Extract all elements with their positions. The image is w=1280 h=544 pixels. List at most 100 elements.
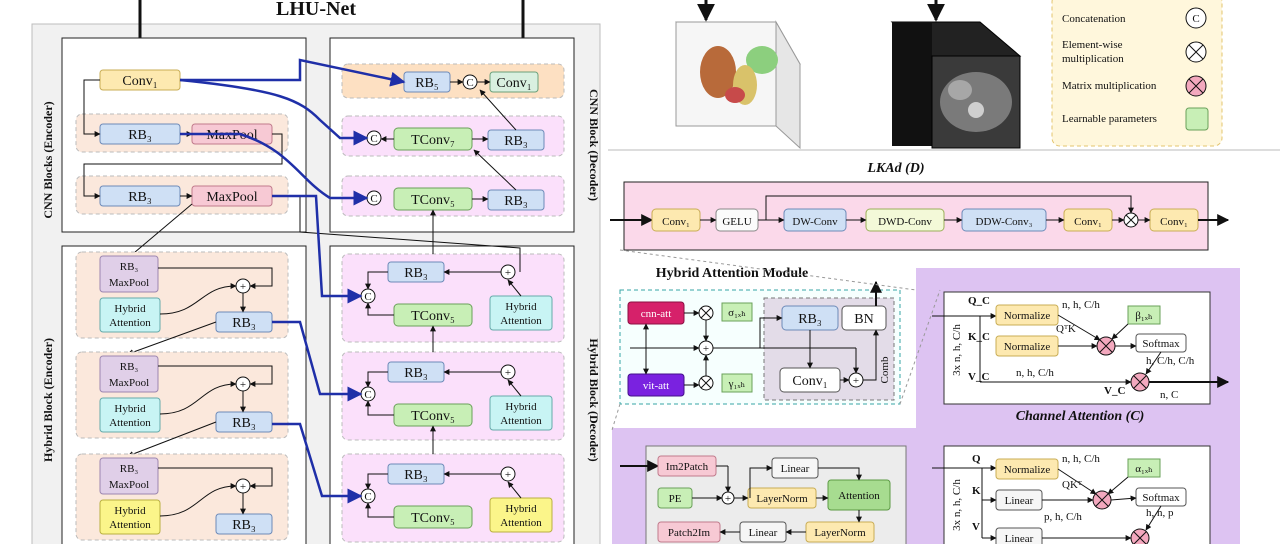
hybrid-enc-rb3-label-2: RB₃ xyxy=(232,416,256,431)
hybrid-dec-attn-line2-2: Attention xyxy=(500,415,542,427)
hybrid-encoder-label: Hybrid Block (Encoder) xyxy=(41,338,55,462)
legend-concat-c: C xyxy=(1192,13,1199,25)
enc-rb3-label-2: RB₃ xyxy=(128,190,152,205)
vit-layernorm-label-2: LayerNorm xyxy=(814,527,866,539)
ca-flow-1 xyxy=(1057,314,1101,341)
hybrid-enc-maxpool-label-1: MaxPool xyxy=(109,277,149,289)
hybrid-dec-flow-1c xyxy=(365,302,394,316)
ca-flow-4 xyxy=(1111,323,1129,340)
ct-volume xyxy=(890,21,1022,149)
hybrid-enc-attn-path-2 xyxy=(159,381,237,415)
hybrid-dec-concat-label-1: C xyxy=(364,291,371,303)
sa-flow-1 xyxy=(1057,468,1097,495)
ct-volume-side xyxy=(892,22,932,146)
hybrid-dec-attn-line1-3: Hybrid xyxy=(505,503,537,515)
hybrid-dec-stage-1: C RB₃ TConv₅ + Hybrid Attention xyxy=(341,253,565,343)
hybrid-enc-attn-line2-1: Attention xyxy=(109,317,151,329)
zoom-line-1 xyxy=(619,249,917,291)
skip-conn-1 xyxy=(179,78,369,146)
sa-qk-label: QKᵀ xyxy=(1062,479,1082,491)
ham-sigma-block xyxy=(721,302,753,322)
vit-layernorm-label-1: LayerNorm xyxy=(756,493,808,505)
sa-softmax-label: Softmax xyxy=(1142,492,1180,504)
legend-concat-label: Concatenation xyxy=(1062,13,1126,25)
legend-box xyxy=(1051,0,1223,147)
hybrid-dec-rb3-label-2: RB₃ xyxy=(404,366,428,381)
vit-linear-label-1: Linear xyxy=(781,463,810,475)
dec-tconv5-label-1: TConv₅ xyxy=(411,193,455,208)
hybrid-enc-attn-line2-2: Attention xyxy=(109,417,151,429)
hybrid-decoder-label: Hybrid Block (Decoder) xyxy=(587,338,601,461)
vit-linear-label-2: Linear xyxy=(749,527,778,539)
ca-vc-label-2: V_C xyxy=(1104,385,1125,397)
hybrid-enc-skip-1 xyxy=(158,267,273,289)
hybrid-enc-rb3-label-3: RB₃ xyxy=(232,518,256,533)
ca-dim-4: n, C xyxy=(1160,389,1178,401)
enc-maxpool-label-1: MaxPool xyxy=(206,128,257,143)
ca-normalize-q-label: Normalize xyxy=(1004,310,1051,322)
hybrid-dec-attn-line2-1: Attention xyxy=(500,315,542,327)
ca-normalize-k-label: Normalize xyxy=(1004,341,1051,353)
hybrid-enc-attn-line1-2: Hybrid xyxy=(114,403,146,415)
dec-rb3-label-1: RB₃ xyxy=(504,134,528,149)
sa-flow-3 xyxy=(1110,495,1137,502)
hybrid-enc-next-1 xyxy=(127,321,217,355)
sa-k-label: K xyxy=(972,485,981,497)
ct-spine xyxy=(968,102,984,118)
legend-elementwise-line2: multiplication xyxy=(1062,53,1124,65)
hybrid-dec-rb3-label-3: RB₃ xyxy=(404,468,428,483)
sa-matmul-1-cross xyxy=(1095,493,1109,507)
lkad-dwconv-label: DW-Conv xyxy=(792,216,838,228)
skip-conn-5 xyxy=(272,422,363,504)
skip-conn-4 xyxy=(272,320,363,402)
dec-flow-up-1 xyxy=(479,89,517,131)
hybrid-enc-skip-3 xyxy=(158,467,273,489)
ca-dim-2: h, C/h, C/h xyxy=(1146,355,1195,367)
ham-gamma-label: γ₁ₓₕ xyxy=(728,378,746,390)
hybrid-dec-flow-3b xyxy=(365,473,388,490)
enc-flow-3 xyxy=(83,133,283,199)
sa-q-label: Q xyxy=(972,453,981,465)
sa-normalize-q-label: Normalize xyxy=(1004,464,1051,476)
ca-dim-1: n, h, C/h xyxy=(1062,299,1100,311)
hybrid-dec-stage-3: C RB₃ TConv₅ + Hybrid Attention xyxy=(341,425,565,543)
dec-concat-2-label: C xyxy=(370,193,377,205)
lhu-net-title: LHU-Net xyxy=(276,0,356,20)
sa-dim-1: n, h, C/h xyxy=(1062,453,1100,465)
lkad-conv1-label-2: Conv₁ xyxy=(1074,216,1102,228)
hybrid-enc-skip-2 xyxy=(158,365,273,387)
skip-conn-top xyxy=(180,58,406,87)
hybrid-enc-rb-label-2: RB₃ xyxy=(120,361,139,373)
hybrid-dec-tconv5-label-3: TConv₅ xyxy=(411,511,455,526)
hybrid-enc-add-sign-3: + xyxy=(240,481,246,493)
ham-add-sign: + xyxy=(703,343,709,355)
ham-vit-att-label: vit-att xyxy=(643,380,669,392)
sa-alpha-block xyxy=(1127,458,1161,478)
cnn-encoder-label: CNN Blocks (Encoder) xyxy=(41,101,55,218)
dec-rb5-label: RB₅ xyxy=(415,76,439,91)
sa-v-label: V xyxy=(972,521,980,533)
hybrid-dec-add-sign-2: + xyxy=(505,367,511,379)
hybrid-enc-rb3-label-1: RB₃ xyxy=(232,316,256,331)
ct-organ xyxy=(948,80,972,100)
ham-flow-12 xyxy=(863,329,879,381)
ham-conv1-label: Conv₁ xyxy=(792,374,827,389)
hybrid-enc-attn-path-1 xyxy=(159,283,237,315)
hybrid-enc-maxpool-label-3: MaxPool xyxy=(109,479,149,491)
hybrid-enc-attn-line1-1: Hybrid xyxy=(114,303,146,315)
ca-beta-label: β₁ₓₕ xyxy=(1135,310,1153,322)
vit-pe-label: PE xyxy=(669,493,682,505)
hybrid-dec-concat-label-2: C xyxy=(364,389,371,401)
dec-conv1-label: Conv₁ xyxy=(496,76,531,91)
hybrid-dec-rb3-label-1: RB₃ xyxy=(404,266,428,281)
hybrid-enc-stage-3: RB₃ MaxPool Hybrid Attention + RB₃ xyxy=(75,453,289,541)
vit-flow-7 xyxy=(818,467,862,481)
dec-rb3-label-2: RB₃ xyxy=(504,194,528,209)
lkad-title: LKAd (D) xyxy=(866,161,924,176)
ca-qk-label: QᵀK xyxy=(1056,323,1076,335)
lkad-conv1-label-1: Conv₁ xyxy=(662,216,690,228)
vit-attention-label: Attention xyxy=(838,490,880,502)
ham-cnn-att-label: cnn-att xyxy=(641,308,672,320)
hybrid-dec-attn-line1-2: Hybrid xyxy=(505,401,537,413)
